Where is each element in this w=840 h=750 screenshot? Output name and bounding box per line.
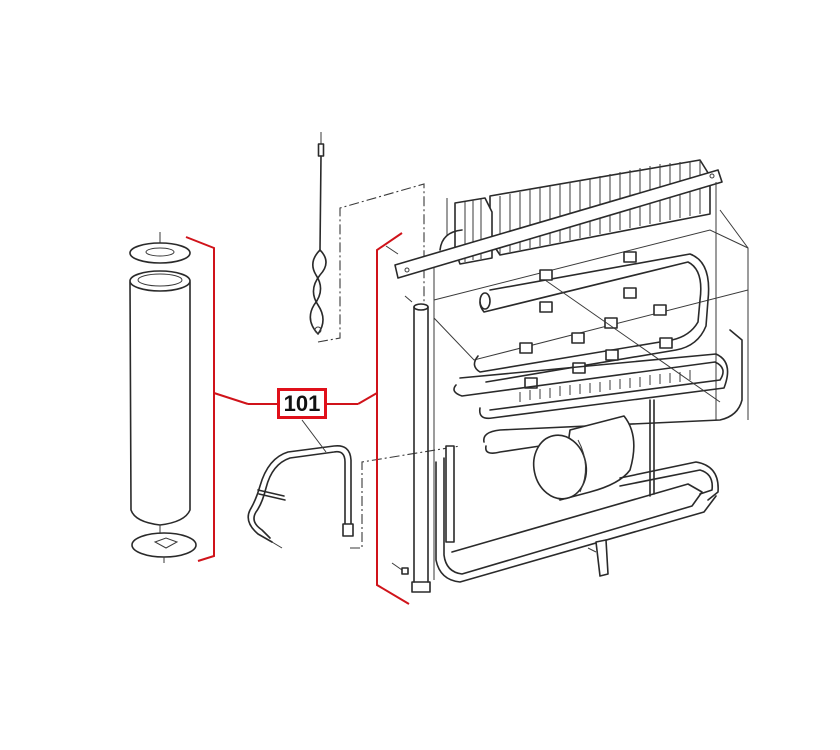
- boiler-tube: [385, 245, 431, 593]
- sensor-wire: [309, 132, 327, 335]
- leader-dashed-1: [317, 183, 425, 343]
- callout-101[interactable]: 101: [277, 388, 327, 419]
- leader-line-101: [301, 419, 327, 453]
- reservoir: [532, 415, 635, 501]
- bracket-right: [376, 232, 410, 605]
- bracket-left: [185, 236, 215, 562]
- cooling-unit: [394, 159, 749, 583]
- callout-101-label: 101: [283, 390, 321, 416]
- leader-dashed-2: [350, 445, 461, 549]
- insulation-cylinder: [129, 232, 197, 563]
- heater-element: [247, 444, 354, 549]
- clips: [519, 251, 673, 389]
